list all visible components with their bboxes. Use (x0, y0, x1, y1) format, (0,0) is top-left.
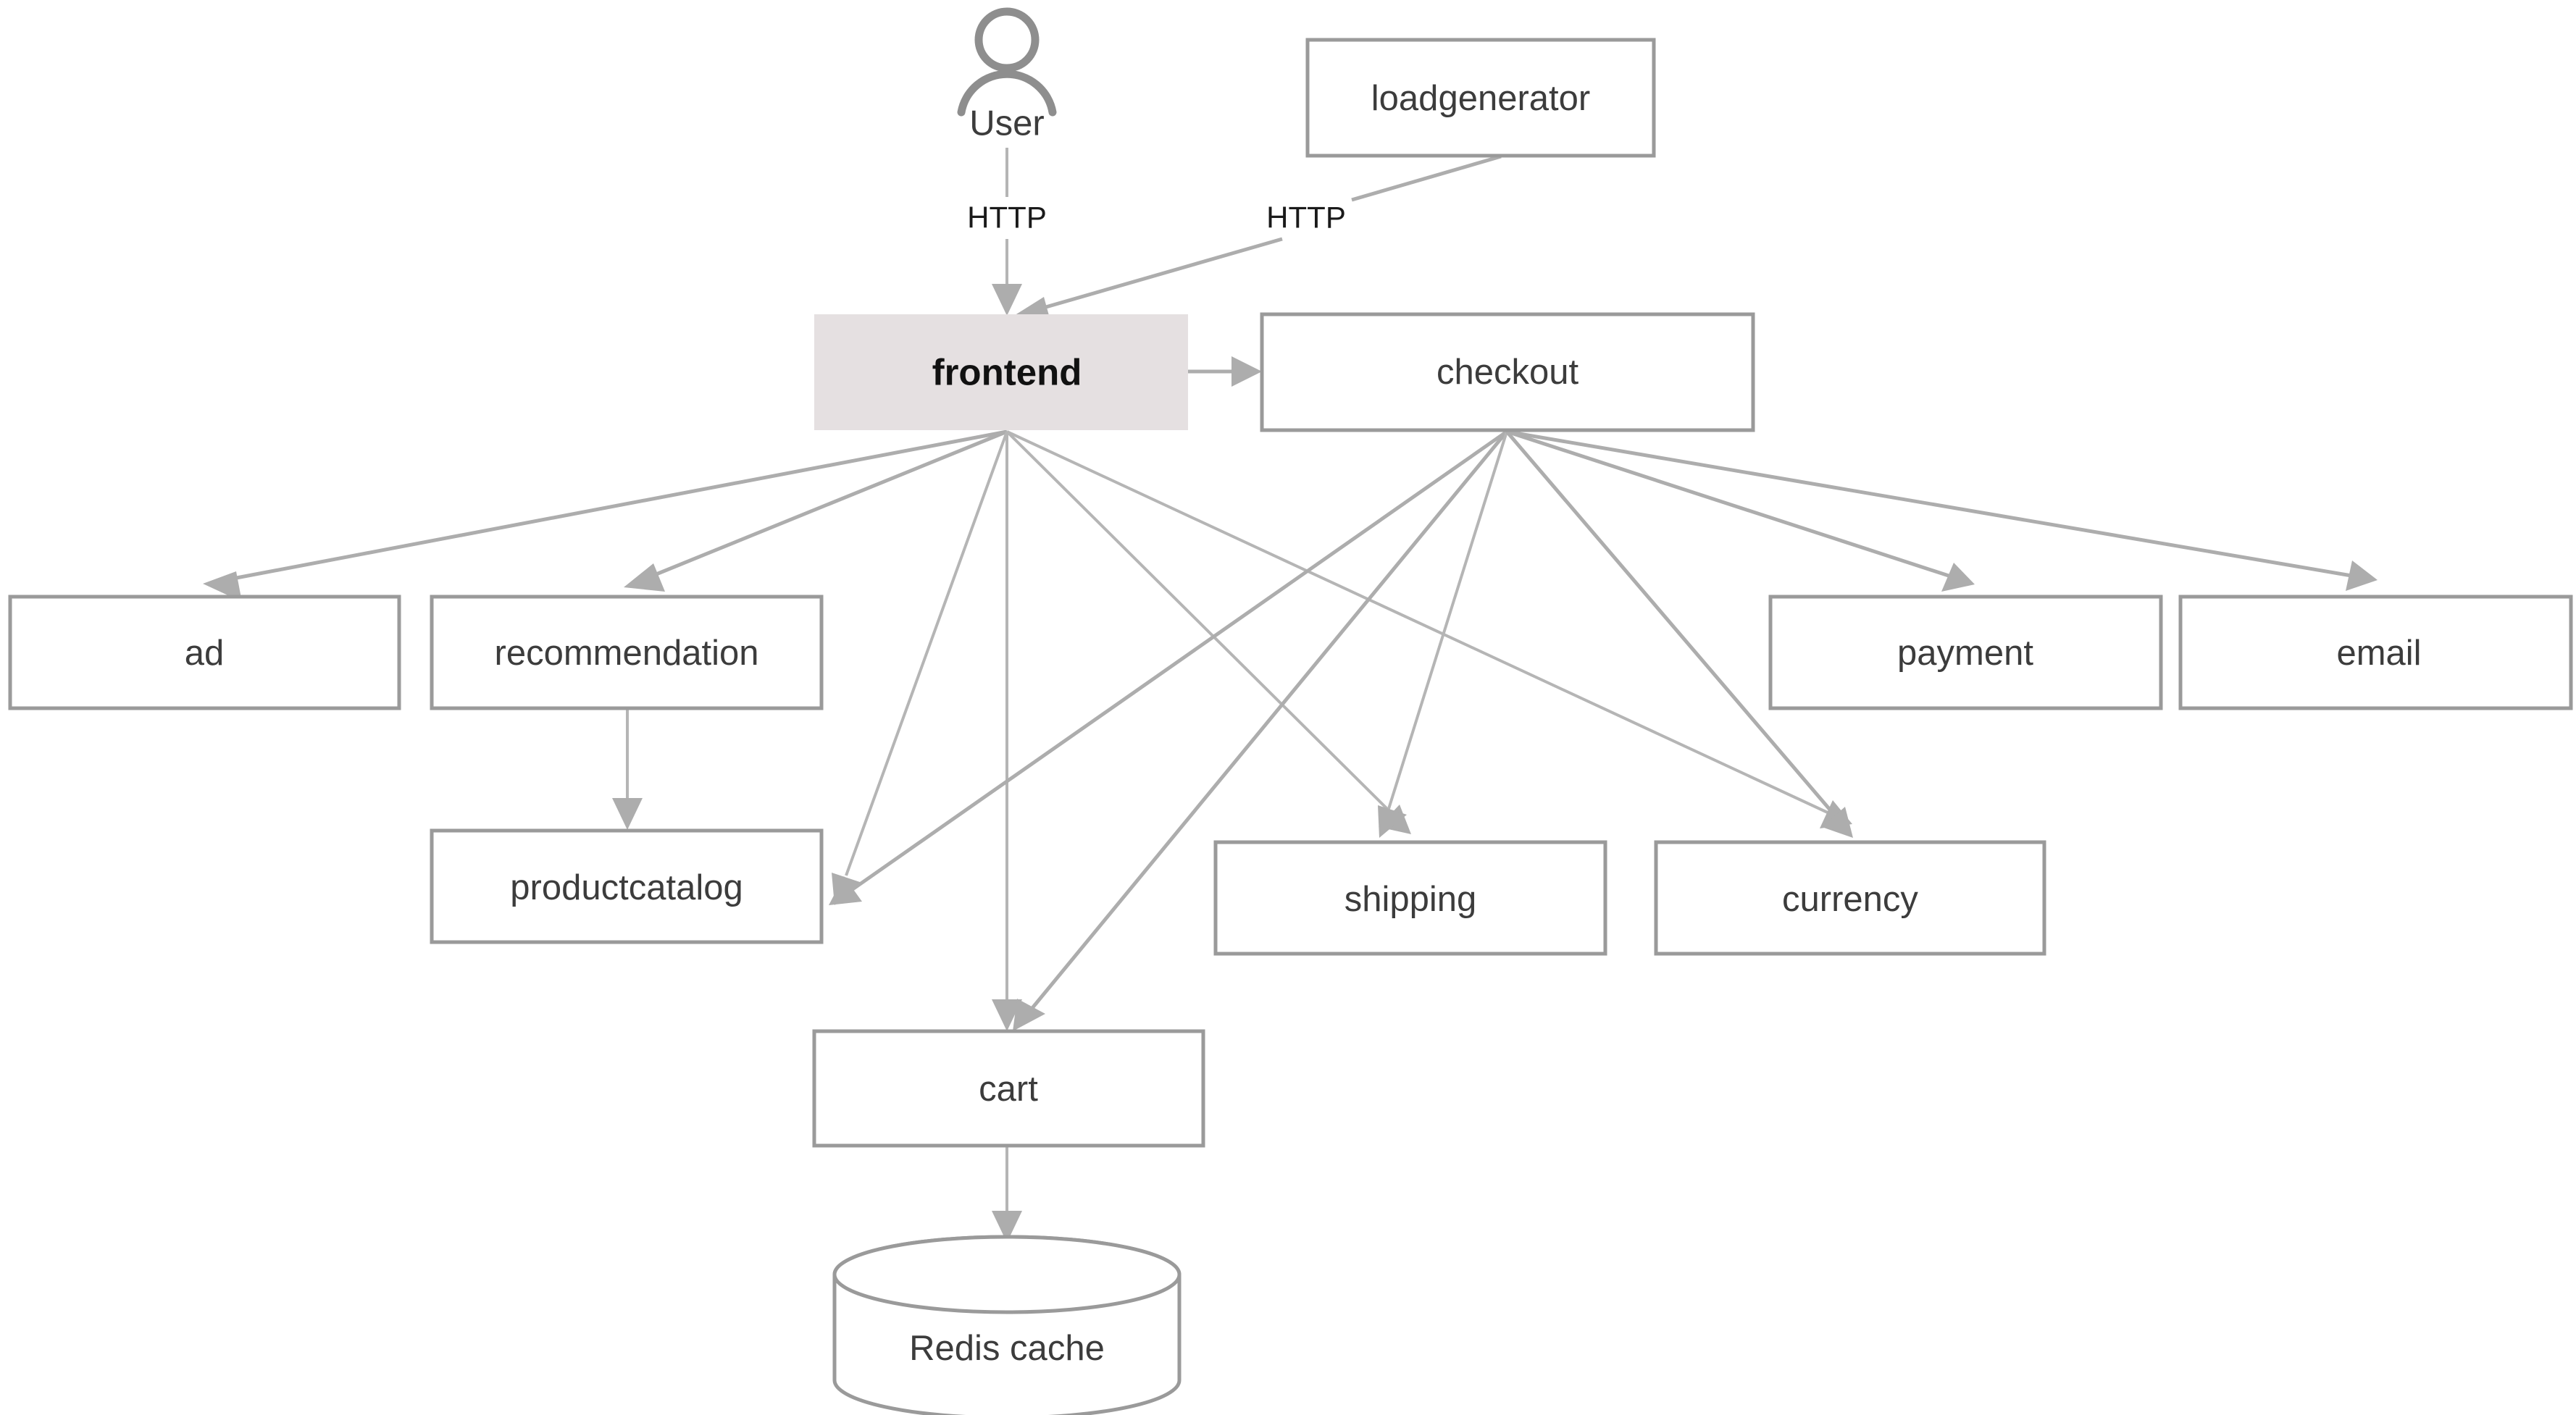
node-currency[interactable]: currency (1654, 840, 2046, 956)
edge-frontend-to-shipping (1005, 430, 1411, 834)
node-frontend[interactable]: frontend (814, 314, 1188, 430)
actor-user-label: User (969, 104, 1044, 143)
edge-checkout-to-shipping (1378, 431, 1508, 838)
node-loadgenerator-label: loadgenerator (1371, 79, 1590, 118)
node-checkout[interactable]: checkout (1260, 312, 1755, 432)
edge-checkout-to-productcatalog (829, 429, 1508, 905)
node-frontend-label: frontend (932, 352, 1082, 393)
edge-frontend-to-currency (1006, 430, 1852, 828)
edge-recommendation-to-productcatalog (612, 708, 643, 830)
edge-frontend-to-productcatalog (832, 431, 1008, 905)
edge-label-http-loadgenerator: HTTP (1266, 201, 1346, 235)
node-cart[interactable]: cart (812, 1029, 1205, 1148)
edge-cart-to-rediscache (992, 1147, 1022, 1243)
edge-frontend-to-recommendation (624, 429, 1008, 592)
edge-checkout-to-email (1506, 429, 2378, 591)
edge-checkout-to-cart (1013, 430, 1508, 1031)
node-shipping-label: shipping (1345, 880, 1477, 919)
edge-checkout-to-payment (1506, 429, 1975, 592)
edge-frontend-to-ad (203, 429, 1008, 602)
node-recommendation[interactable]: recommendation (430, 595, 824, 710)
edge-label-http-user: HTTP (967, 201, 1047, 235)
edge-user-to-frontend (992, 148, 1022, 316)
node-email[interactable]: email (2178, 595, 2573, 710)
node-rediscache-label: Redis cache (909, 1329, 1105, 1368)
node-recommendation-label: recommendation (495, 634, 759, 673)
node-productcatalog-label: productcatalog (510, 868, 743, 907)
user-person-icon (974, 7, 1040, 72)
user-person-icon-body (957, 70, 1057, 117)
node-payment[interactable]: payment (1768, 595, 2163, 710)
node-cart-label: cart (979, 1070, 1038, 1109)
actor-user: User (957, 7, 1057, 143)
node-ad[interactable]: ad (8, 595, 401, 710)
node-shipping[interactable]: shipping (1213, 840, 1607, 956)
edge-frontend-to-checkout (1188, 356, 1262, 387)
node-email-label: email (2336, 634, 2421, 673)
cylinder-top-ellipse (832, 1235, 1182, 1314)
edge-checkout-to-currency (1505, 430, 1853, 838)
edge-loadgenerator-to-frontend (1013, 154, 1502, 326)
node-rediscache[interactable]: Redis cache (832, 1235, 1182, 1415)
node-payment-label: payment (1897, 634, 2033, 673)
node-currency-label: currency (1782, 880, 1918, 919)
node-checkout-label: checkout (1437, 353, 1579, 392)
edge-frontend-to-cart (992, 432, 1022, 1031)
node-productcatalog[interactable]: productcatalog (430, 828, 824, 944)
node-ad-label: ad (185, 634, 225, 673)
node-loadgenerator[interactable]: loadgenerator (1305, 38, 1656, 158)
